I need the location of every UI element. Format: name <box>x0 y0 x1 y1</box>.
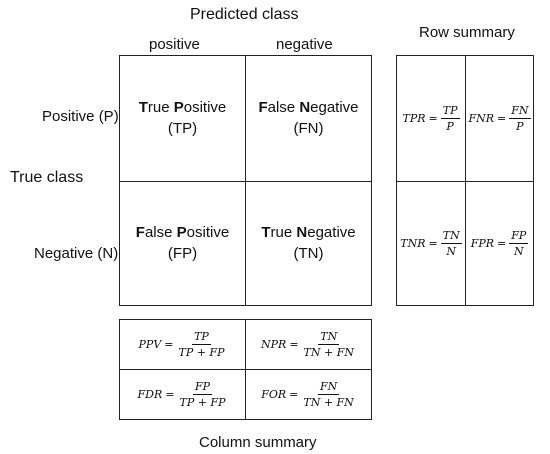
formula-equals: = <box>428 112 438 125</box>
false-negative-abbr: (FN) <box>293 119 324 137</box>
row-summary-label: Row summary <box>419 24 515 41</box>
term-initial: T <box>261 224 271 242</box>
true-negative-cell: True Negative (TN) <box>246 182 371 305</box>
column-summary-label: Column summary <box>199 434 317 451</box>
term-initial: N <box>296 224 308 242</box>
formula-lhs: FOR <box>261 388 287 401</box>
fraction-denominator: TP + FP <box>179 396 226 409</box>
formula-equals: = <box>289 388 299 401</box>
fraction-numerator: FP <box>509 229 529 244</box>
formula-equals: = <box>289 338 299 351</box>
formula-lhs: PPV <box>138 338 162 351</box>
formula-lhs: TPR <box>402 112 426 125</box>
true-positive-abbr: (TP) <box>167 119 198 137</box>
fraction-denominator: TN + FN <box>303 346 354 359</box>
matrix-divider-horizontal <box>120 181 371 182</box>
term-text: alse <box>144 224 177 242</box>
matrix-divider-vertical <box>245 56 246 305</box>
fraction-numerator: FN <box>509 104 531 119</box>
formula-equals: = <box>165 388 175 401</box>
fraction-numerator: FN <box>317 380 340 395</box>
term-initial: F <box>135 224 145 242</box>
formula-lhs: FDR <box>137 388 163 401</box>
false-negative-term: False Negative <box>258 98 358 118</box>
fraction-denominator: TP + FP <box>178 346 225 359</box>
false-negative-cell: False Negative (FN) <box>246 56 371 181</box>
formula-equals: = <box>164 338 174 351</box>
negative-row-label: Negative (N) <box>34 245 119 262</box>
term-initial: P <box>176 224 187 242</box>
term-text: ositive <box>183 99 227 117</box>
column-summary-divider-horizontal <box>120 369 371 370</box>
fraction-denominator: P <box>516 120 524 133</box>
fraction-denominator: N <box>446 245 457 258</box>
fraction-numerator: TP <box>440 104 460 119</box>
term-text: rue <box>270 224 297 242</box>
positive-column-label: positive <box>149 36 200 53</box>
fraction-denominator: TN + FN <box>303 396 354 409</box>
formula-equals: = <box>497 237 507 250</box>
negative-column-label: negative <box>276 36 333 53</box>
formula-equals: = <box>497 112 507 125</box>
row-summary-divider-horizontal <box>397 181 533 182</box>
formula-lhs: FNR <box>468 112 495 125</box>
formula-lhs: FPR <box>470 237 495 250</box>
predicted-class-label: Predicted class <box>190 6 299 23</box>
confusion-matrix: True Positive (TP) False Negative (FN) F… <box>119 55 372 306</box>
formula-equals: = <box>428 237 438 250</box>
false-positive-cell: False Positive (FP) <box>120 182 245 305</box>
term-text: alse <box>267 99 300 117</box>
term-initial: F <box>258 99 268 117</box>
formula-lhs: TNR <box>400 237 426 250</box>
true-negative-term: True Negative <box>261 223 355 243</box>
true-positive-cell: True Positive (TP) <box>120 56 245 181</box>
formula-lhs: NPR <box>261 338 287 351</box>
true-positive-term: True Positive <box>139 98 227 118</box>
positive-row-label: Positive (P) <box>42 108 119 125</box>
term-text: egative <box>310 99 359 117</box>
fraction-denominator: P <box>446 120 454 133</box>
fraction-numerator: TN <box>318 330 340 345</box>
fraction-numerator: FP <box>192 380 212 395</box>
fraction-denominator: N <box>513 245 524 258</box>
term-text: ositive <box>186 224 230 242</box>
false-positive-term: False Positive <box>136 223 229 243</box>
true-negative-abbr: (TN) <box>293 244 324 262</box>
true-class-label: True class <box>10 169 84 186</box>
term-initial: P <box>173 99 184 117</box>
fraction-numerator: TN <box>440 229 462 244</box>
fraction-numerator: TP <box>192 330 211 345</box>
row-summary-divider-vertical <box>465 56 466 305</box>
term-initial: N <box>299 99 311 117</box>
false-positive-abbr: (FP) <box>167 244 198 262</box>
term-text: rue <box>147 99 174 117</box>
term-text: egative <box>307 224 356 242</box>
term-initial: T <box>138 99 148 117</box>
